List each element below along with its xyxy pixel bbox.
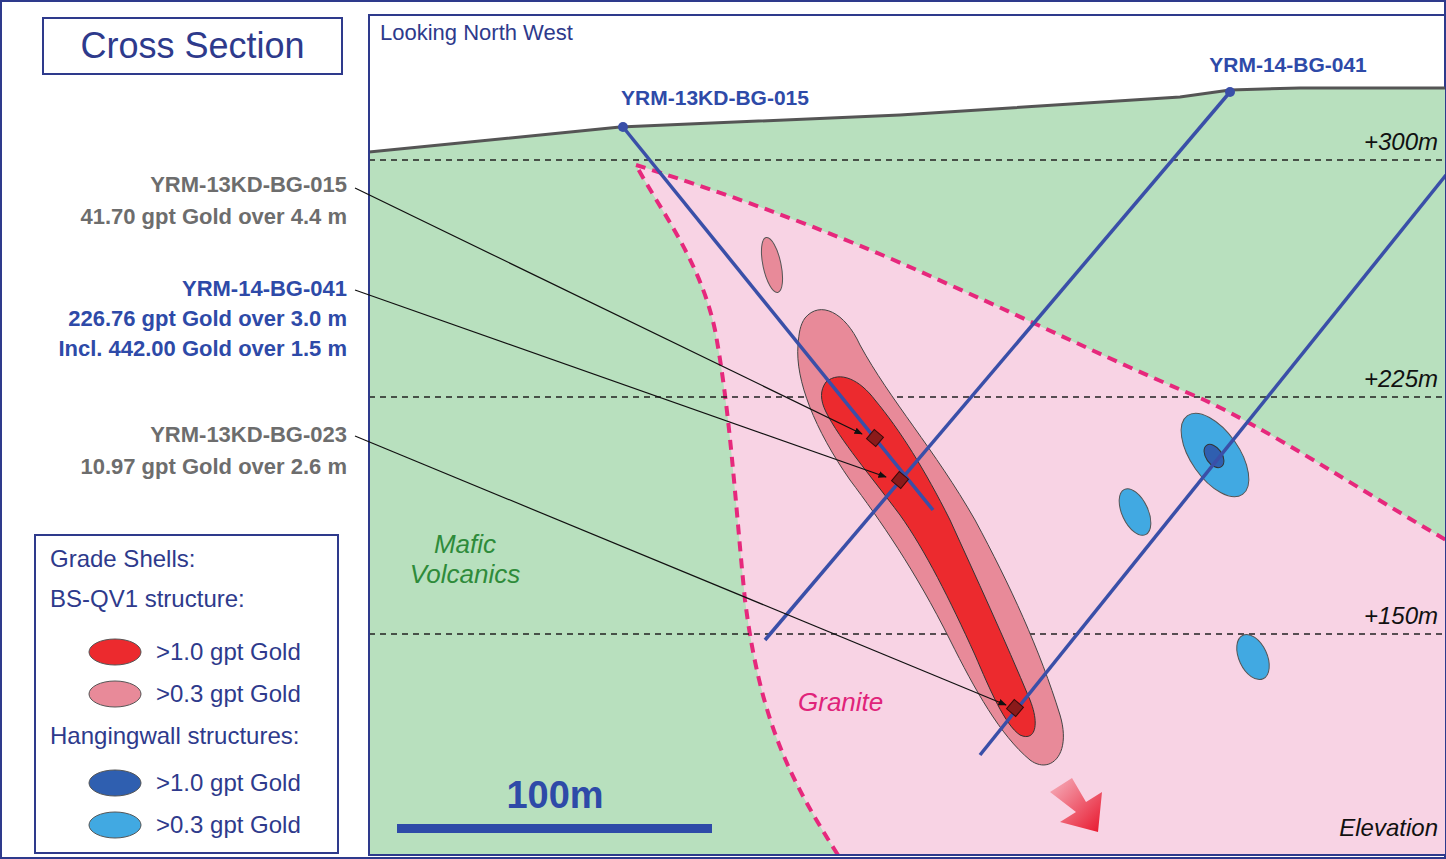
legend-text: >0.3 gpt Gold (156, 680, 301, 708)
legend-swatch (84, 635, 146, 669)
rock-label: Granite (798, 688, 883, 718)
legend-swatch (84, 808, 146, 842)
legend-swatch-shape (89, 812, 141, 838)
callout-result: 41.70 gpt Gold over 4.4 m (80, 204, 347, 229)
legend-item: >0.3 gpt Gold (84, 677, 301, 711)
mafic-volcanics-zone (369, 88, 1446, 855)
collar (618, 122, 628, 132)
drillhole-name: YRM-13KD-BG-015 (621, 86, 809, 110)
legend-swatch-shape (89, 639, 141, 665)
grade-shell-high (822, 377, 1036, 737)
scale-label: 100m (506, 774, 603, 818)
legend-swatch (84, 677, 146, 711)
granite-zone (636, 165, 1446, 855)
legend-heading: Grade Shells: (50, 545, 195, 573)
plunge-arrow (1050, 778, 1102, 832)
legend-text: >1.0 gpt Gold (156, 769, 301, 797)
rock-label: Mafic Volcanics (390, 530, 540, 590)
legend-swatch-shape (89, 681, 141, 707)
callout-hole: YRM-13KD-BG-015 (150, 172, 347, 197)
legend-swatch-shape (89, 770, 141, 796)
callout-result: Incl. 442.00 Gold over 1.5 m (58, 336, 347, 361)
elevation-label: +300m (1364, 128, 1438, 156)
collar (1225, 87, 1235, 97)
ground-surface (369, 88, 1446, 152)
elevation-note: Elevation (1339, 814, 1438, 842)
leader-lines (355, 188, 1006, 705)
hangingwall-shell (1113, 484, 1158, 540)
title-box: Cross Section (42, 17, 343, 75)
legend-heading: Hangingwall structures: (50, 722, 299, 750)
hangingwall-shell (1168, 402, 1262, 508)
callout-hole: YRM-13KD-BG-023 (150, 422, 347, 447)
title-text: Cross Section (80, 25, 304, 67)
panel-frame (369, 15, 1446, 855)
callout-result: 10.97 gpt Gold over 2.6 m (80, 454, 347, 479)
callout-hole: YRM-14-BG-041 (182, 276, 347, 301)
grade-shell (757, 236, 786, 295)
granite-contact (636, 165, 1446, 540)
view-direction: Looking North West (380, 20, 573, 45)
legend-text: >1.0 gpt Gold (156, 638, 301, 666)
drillhole-name: YRM-14-BG-041 (1209, 53, 1367, 77)
legend-item: >1.0 gpt Gold (84, 766, 301, 800)
callout-result: 226.76 gpt Gold over 3.0 m (68, 306, 347, 331)
legend-item: >1.0 gpt Gold (84, 635, 301, 669)
drill-holes (623, 92, 1446, 755)
elevation-label: +225m (1364, 365, 1438, 393)
legend-text: >0.3 gpt Gold (156, 811, 301, 839)
legend-heading: BS-QV1 structure: (50, 585, 245, 613)
legend-item: >0.3 gpt Gold (84, 808, 301, 842)
grade-shell-low (798, 310, 1064, 765)
elevation-label: +150m (1364, 602, 1438, 630)
legend-swatch (84, 766, 146, 800)
legend-box (35, 535, 338, 853)
hangingwall-shell-high (1200, 441, 1228, 471)
scale-bar (397, 824, 712, 833)
intercepts (867, 430, 1024, 717)
hangingwall-shell (1230, 629, 1276, 684)
